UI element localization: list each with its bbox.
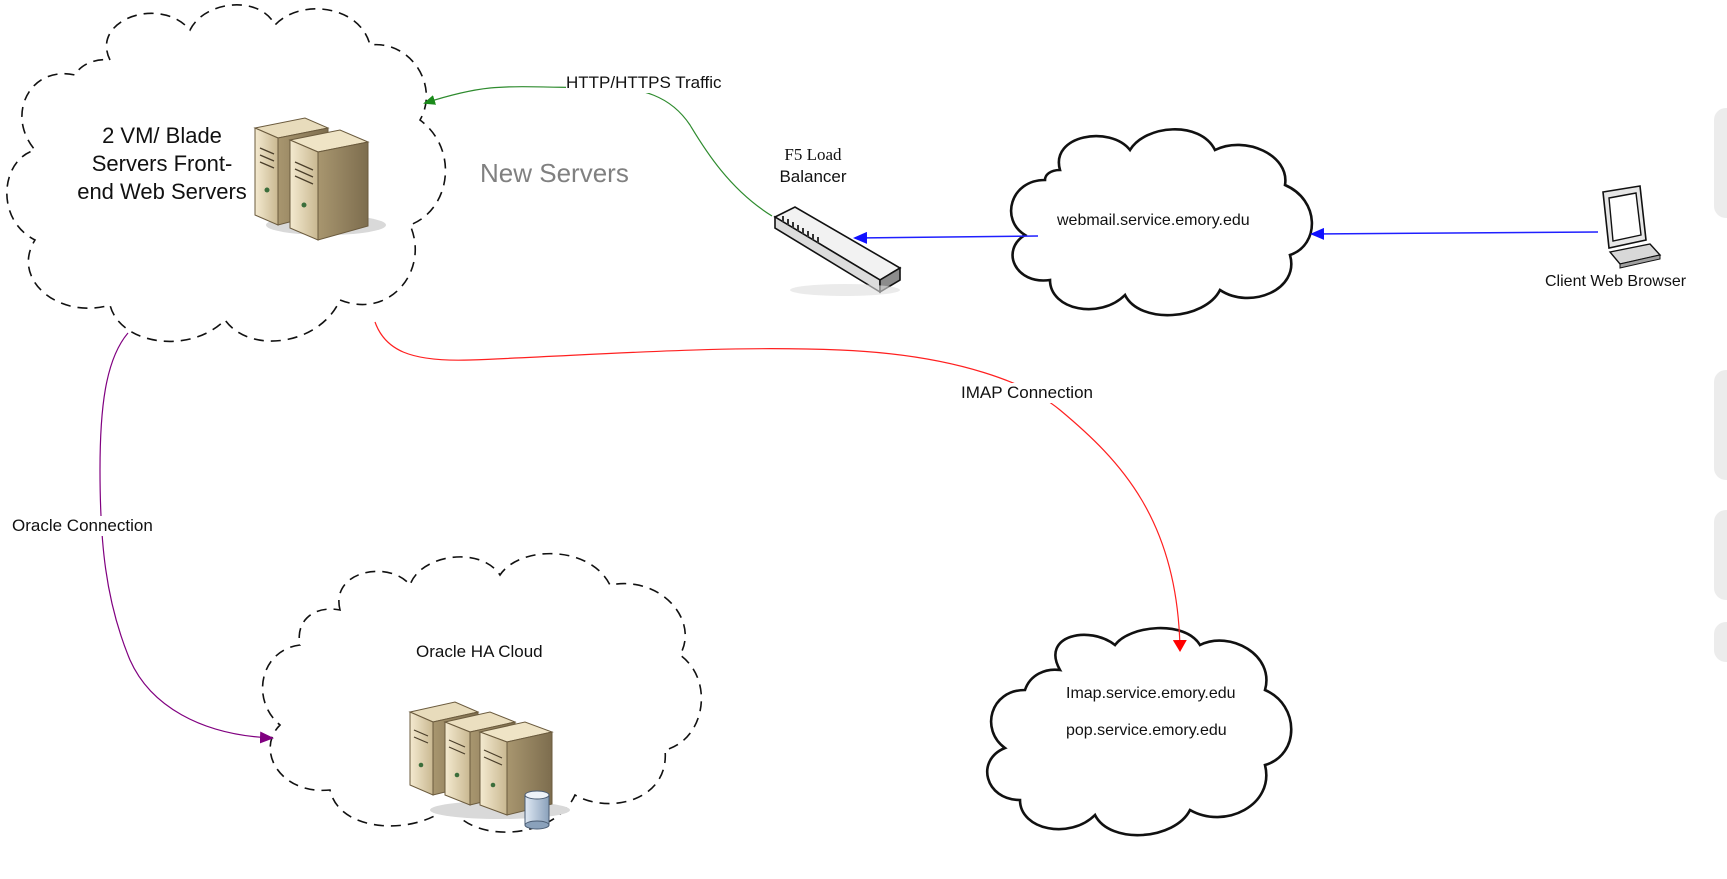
oracle-servers-icon <box>408 701 570 830</box>
http-traffic-label: HTTP/HTTPS Traffic <box>566 73 722 93</box>
frontend-cloud <box>6 4 447 343</box>
oracle-cloud <box>261 552 703 833</box>
mail-cloud <box>986 626 1293 837</box>
oracle-cloud-label: Oracle HA Cloud <box>416 642 543 661</box>
load-balancer-label: F5 Load Balancer <box>768 144 858 188</box>
oracle-connection-label: Oracle Connection <box>12 516 153 536</box>
load-balancer-label-line1: F5 Load <box>784 145 842 164</box>
imap-edge <box>374 321 1187 652</box>
webmail-cloud <box>1009 128 1314 317</box>
http-traffic-edge <box>423 86 773 217</box>
frontend-label: 2 VM/ Blade Servers Front-end Web Server… <box>77 123 247 204</box>
oracle-edge <box>99 332 274 744</box>
edge-decoration <box>1714 370 1727 480</box>
new-servers-label: New Servers <box>480 158 629 188</box>
load-balancer-icon <box>773 206 902 296</box>
edge-decoration <box>1714 510 1727 600</box>
pop-host-label: pop.service.emory.edu <box>1066 722 1227 739</box>
imap-connection-label: IMAP Connection <box>961 383 1093 403</box>
client-label: Client Web Browser <box>1545 273 1687 290</box>
edge-decoration <box>1714 108 1727 218</box>
webmail-to-lb-edge <box>853 231 1039 244</box>
edge-decoration <box>1714 622 1727 662</box>
imap-host-label: Imap.service.emory.edu <box>1066 685 1236 702</box>
frontend-servers-icon <box>253 117 386 241</box>
client-computer-icon <box>1602 185 1662 269</box>
database-icon <box>524 790 550 830</box>
load-balancer-label-line2: Balancer <box>779 167 847 186</box>
webmail-label: webmail.service.emory.edu <box>1057 212 1250 229</box>
client-to-webmail-edge <box>1310 227 1599 240</box>
